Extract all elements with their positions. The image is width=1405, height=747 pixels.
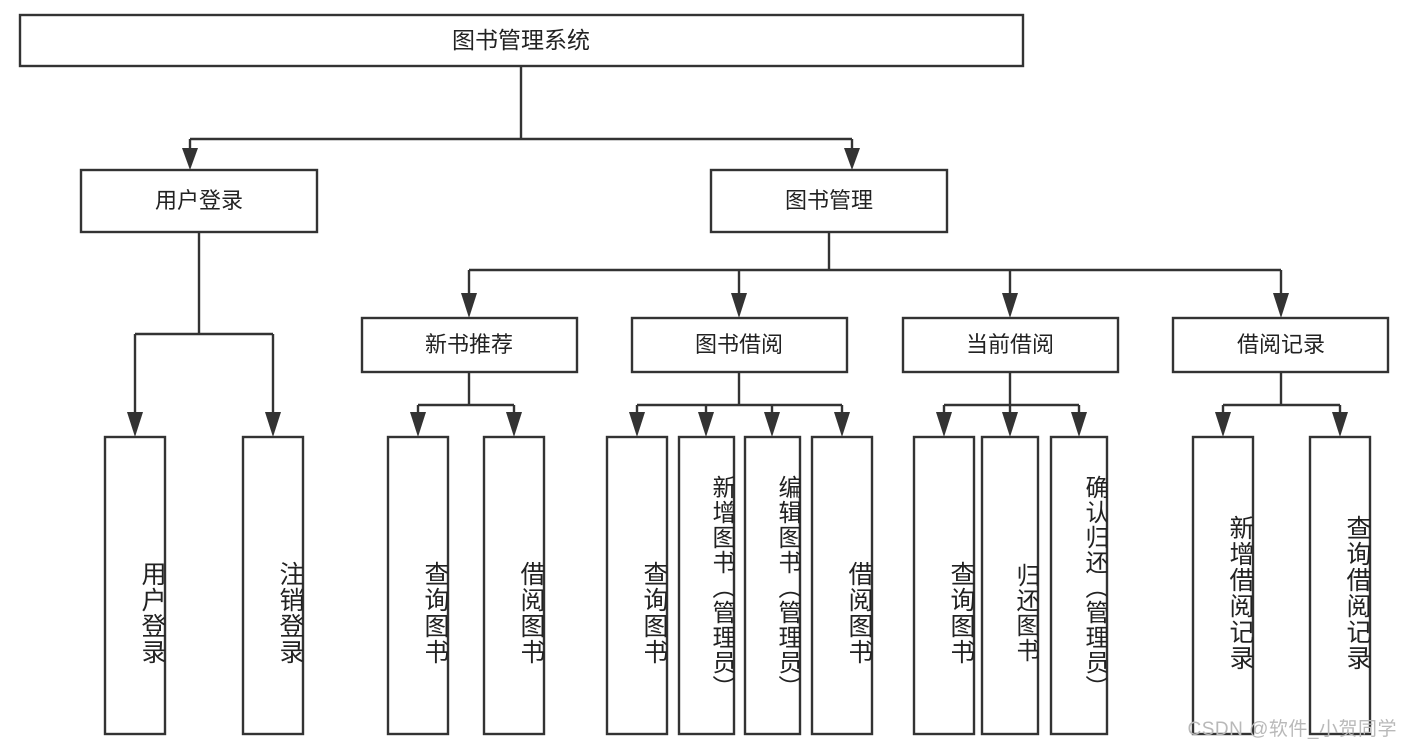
node-user-login[interactable]: 用户登录 (79, 168, 319, 234)
node-user-login-label: 用户登录 (155, 188, 243, 213)
node-borrow-record[interactable]: 借阅记录 (1171, 316, 1390, 374)
connector-bookmgmt-to-level2 (461, 232, 1289, 318)
leaf-box-query-book-1[interactable] (386, 435, 450, 736)
leaf-box-add-book-admin[interactable] (677, 435, 736, 736)
node-book-management[interactable]: 图书管理 (709, 168, 949, 234)
leaf-box-borrow-book-1[interactable] (482, 435, 546, 736)
leaf-box-add-record[interactable] (1191, 435, 1255, 736)
leaf-box-query-book-3[interactable] (912, 435, 976, 736)
connector-root-to-level1 (182, 66, 860, 170)
leaf-box-query-record[interactable] (1308, 435, 1372, 736)
leaf-box-borrow-book-2[interactable] (810, 435, 874, 736)
leaf-box-query-book-2[interactable] (605, 435, 669, 736)
leaf-box-logout[interactable] (241, 435, 305, 736)
leaf-box-group (103, 435, 1372, 736)
connector-borrowrecord-to-leaves (1215, 372, 1348, 437)
connector-currentborrow-to-leaves (936, 372, 1087, 437)
node-root[interactable]: 图书管理系统 (18, 13, 1025, 68)
connector-newbook-to-leaves (410, 372, 522, 437)
connector-userlogin-to-leaves (127, 232, 281, 437)
node-new-book-recommend-label: 新书推荐 (425, 332, 513, 357)
node-borrow-record-label: 借阅记录 (1237, 332, 1325, 357)
node-book-borrow[interactable]: 图书借阅 (630, 316, 849, 374)
node-new-book-recommend[interactable]: 新书推荐 (360, 316, 579, 374)
leaf-box-return-book[interactable] (980, 435, 1040, 736)
node-book-borrow-label: 图书借阅 (695, 332, 783, 357)
leaf-box-edit-book-admin[interactable] (743, 435, 802, 736)
connector-bookborrow-to-leaves (629, 372, 850, 437)
node-current-borrow-label: 当前借阅 (966, 332, 1054, 357)
node-root-label: 图书管理系统 (452, 27, 590, 53)
leaf-box-confirm-return[interactable] (1049, 435, 1109, 736)
node-book-management-label: 图书管理 (785, 188, 873, 213)
node-current-borrow[interactable]: 当前借阅 (901, 316, 1120, 374)
leaf-box-user-login[interactable] (103, 435, 167, 736)
